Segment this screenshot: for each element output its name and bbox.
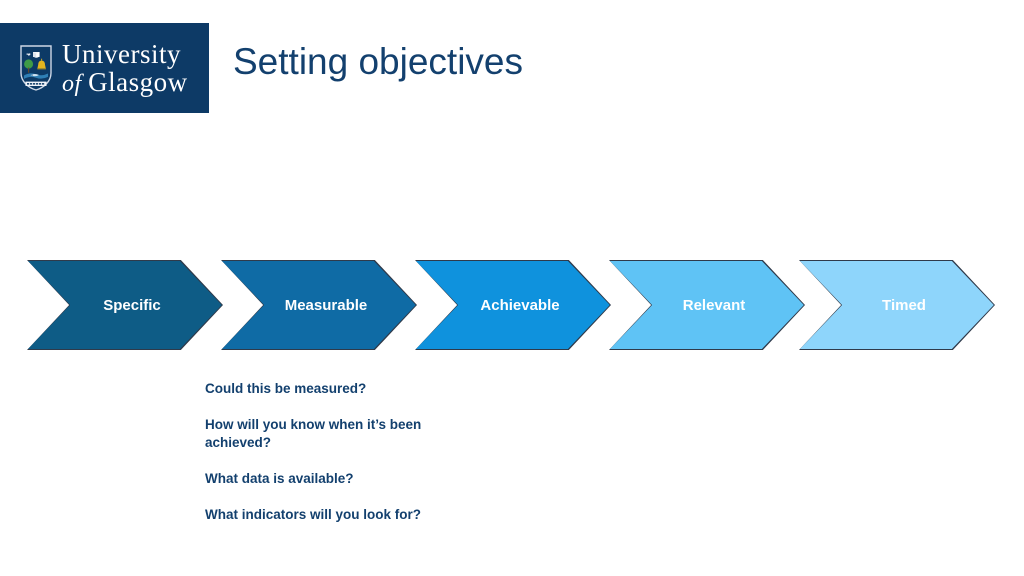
- chevron-specific-label: Specific: [103, 296, 161, 314]
- wordmark-line-of-glasgow: of Glasgow: [62, 66, 188, 97]
- smart-objectives-chevron-row: Specific Measurable Achievable Relevant …: [0, 260, 1024, 352]
- list-item: How will you know when it’s been achieve…: [205, 417, 422, 450]
- chevron-relevant[interactable]: Relevant: [609, 260, 805, 350]
- wordmark-of: of: [62, 70, 89, 97]
- university-of-glasgow-crest-icon: [20, 45, 52, 91]
- chevron-measurable-label: Measurable: [284, 296, 368, 314]
- university-wordmark: University of Glasgow: [62, 38, 188, 97]
- list-item: What data is available?: [205, 471, 354, 486]
- university-logo-block: University of Glasgow: [0, 23, 209, 113]
- chevron-relevant-label: Relevant: [682, 296, 746, 314]
- wordmark-glasgow: Glasgow: [88, 66, 188, 97]
- chevron-specific[interactable]: Specific: [27, 260, 223, 350]
- wordmark-line-university: University: [62, 38, 181, 69]
- chevron-achievable[interactable]: Achievable: [415, 260, 611, 350]
- page-title: Setting objectives: [233, 41, 524, 82]
- chevron-timed[interactable]: Timed: [799, 260, 995, 350]
- chevron-achievable-label: Achievable: [480, 296, 560, 314]
- list-item: Could this be measured?: [205, 381, 367, 396]
- list-item: What indicators will you look for?: [205, 507, 422, 522]
- chevron-timed-label: Timed: [882, 296, 926, 314]
- measurable-prompt-list: Could this be measured? How will you kno…: [205, 380, 625, 524]
- chevron-measurable[interactable]: Measurable: [221, 260, 417, 350]
